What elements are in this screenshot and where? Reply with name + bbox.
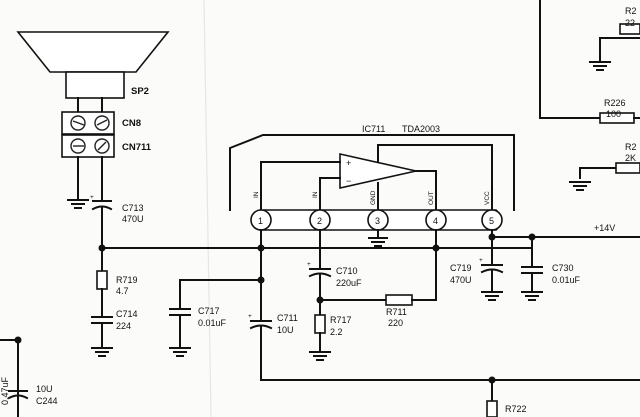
cn711-label: CN711: [122, 142, 152, 153]
c710-value: 220uF: [336, 278, 362, 288]
c719-ref: C719: [450, 263, 472, 273]
resistor-r226: R226 100: [599, 98, 635, 124]
partial-cap-left: 0.47uF: [0, 376, 10, 405]
c717-value: 0.01uF: [198, 318, 227, 328]
connector-pin-icon: [94, 138, 110, 154]
r711-ref: R711: [386, 307, 407, 317]
r717-value: 2.2: [330, 327, 343, 337]
capacitor-c710: + C710 220uF: [307, 261, 362, 288]
capacitor-c730: C730 0.01uF: [521, 263, 581, 285]
partial-val-right: 2K: [625, 153, 636, 163]
speaker-label: SP2: [131, 86, 149, 97]
partial-val-top: 22: [625, 18, 635, 28]
capacitor-c713: + C713 470U: [90, 194, 144, 224]
c713-ref: C713: [122, 203, 144, 213]
ground-icon: [569, 181, 591, 191]
speaker-cone-icon: [16, 31, 170, 73]
opamp-triangle-icon: [339, 153, 417, 189]
c714-ref: C714: [116, 309, 138, 319]
ground-icon: [169, 347, 191, 357]
pin-label: OUT: [428, 191, 435, 205]
connector-cn711: CN711: [61, 134, 152, 158]
supply-label: +14V: [594, 223, 615, 233]
junction-dot: [257, 244, 265, 252]
c713-value: 470U: [122, 214, 144, 224]
connector-pin-icon: [94, 115, 110, 131]
c730-value: 0.01uF: [552, 275, 581, 285]
c711-ref: C711: [277, 313, 298, 323]
c711-value: 10U: [277, 325, 294, 335]
junction-dot: [432, 244, 440, 252]
connector-cn8: CN8: [61, 111, 141, 135]
svg-text:−: −: [346, 176, 351, 186]
cn8-label: CN8: [122, 118, 141, 129]
pin-label: IN: [253, 191, 260, 198]
c244-ref: C244: [36, 396, 58, 406]
speaker-magnet-icon: [65, 71, 125, 99]
ic-ref: IC711: [362, 124, 385, 134]
ic-pin-number: 3: [375, 216, 380, 226]
ground-icon: [368, 237, 388, 247]
r226-value: 100: [606, 109, 621, 119]
capacitor-c719: +: [479, 257, 504, 274]
r719-value: 4.7: [116, 286, 129, 296]
ground-icon: [67, 199, 89, 209]
svg-text:+: +: [248, 313, 252, 320]
r717-ref: R717: [330, 315, 352, 325]
capacitor-c244: 10U C244: [7, 384, 58, 406]
ic-pin-number: 2: [317, 216, 322, 226]
ground-icon: [309, 351, 331, 361]
connector-pin-icon: [70, 138, 86, 154]
c717-ref: C717: [198, 306, 220, 316]
svg-text:+: +: [346, 158, 351, 168]
c719-value: 470U: [450, 275, 472, 285]
paper-fold-line: [203, 0, 212, 417]
svg-text:+: +: [90, 194, 94, 201]
r719-ref: R719: [116, 275, 138, 285]
capacitor-c717: C717 0.01uF: [169, 306, 227, 328]
partial-ref-top: R2: [625, 6, 637, 16]
ground-icon: [481, 291, 503, 301]
svg-text:+: +: [479, 257, 483, 264]
wire-input-bus: [260, 326, 640, 381]
r711-value: 220: [388, 318, 403, 328]
r722-ref: R722: [505, 404, 527, 414]
speaker-sp2: SP2: [16, 31, 170, 99]
resistor-r722: R722: [486, 400, 527, 417]
svg-text:+: +: [307, 261, 311, 268]
ground-icon: [91, 347, 113, 357]
ic-pin-number: 5: [489, 216, 494, 226]
connector-pin-icon: [70, 115, 86, 131]
ic711-tda2003: IC711 TDA2003 + − IN IN GND OUT VCC 1 2 …: [229, 124, 515, 231]
capacitor-c714: C714 224: [91, 309, 138, 331]
junction-dot: [14, 336, 22, 344]
pin-label: VCC: [484, 191, 491, 205]
c730-ref: C730: [552, 263, 574, 273]
ground-icon: [521, 291, 543, 301]
c710-ref: C710: [336, 266, 358, 276]
pin-label: GND: [370, 190, 377, 205]
ground-icon: [589, 61, 611, 71]
pin-label: IN: [312, 191, 319, 198]
resistor-partial-top: R2 22: [619, 6, 640, 35]
resistor-partial-right: R2 2K: [615, 142, 640, 174]
ic-part: TDA2003: [402, 124, 440, 134]
c244-value: 10U: [36, 384, 53, 394]
ic-pin-number: 4: [433, 216, 438, 226]
capacitor-c711: + C711 10U: [248, 313, 298, 335]
ic-pin-number: 1: [258, 216, 263, 226]
c714-value: 224: [116, 321, 131, 331]
r226-ref: R226: [604, 98, 626, 108]
partial-ref-right: R2: [625, 142, 637, 152]
resistor-r711: R711 220: [385, 294, 413, 328]
resistor-r719: R719 4.7: [96, 270, 138, 296]
